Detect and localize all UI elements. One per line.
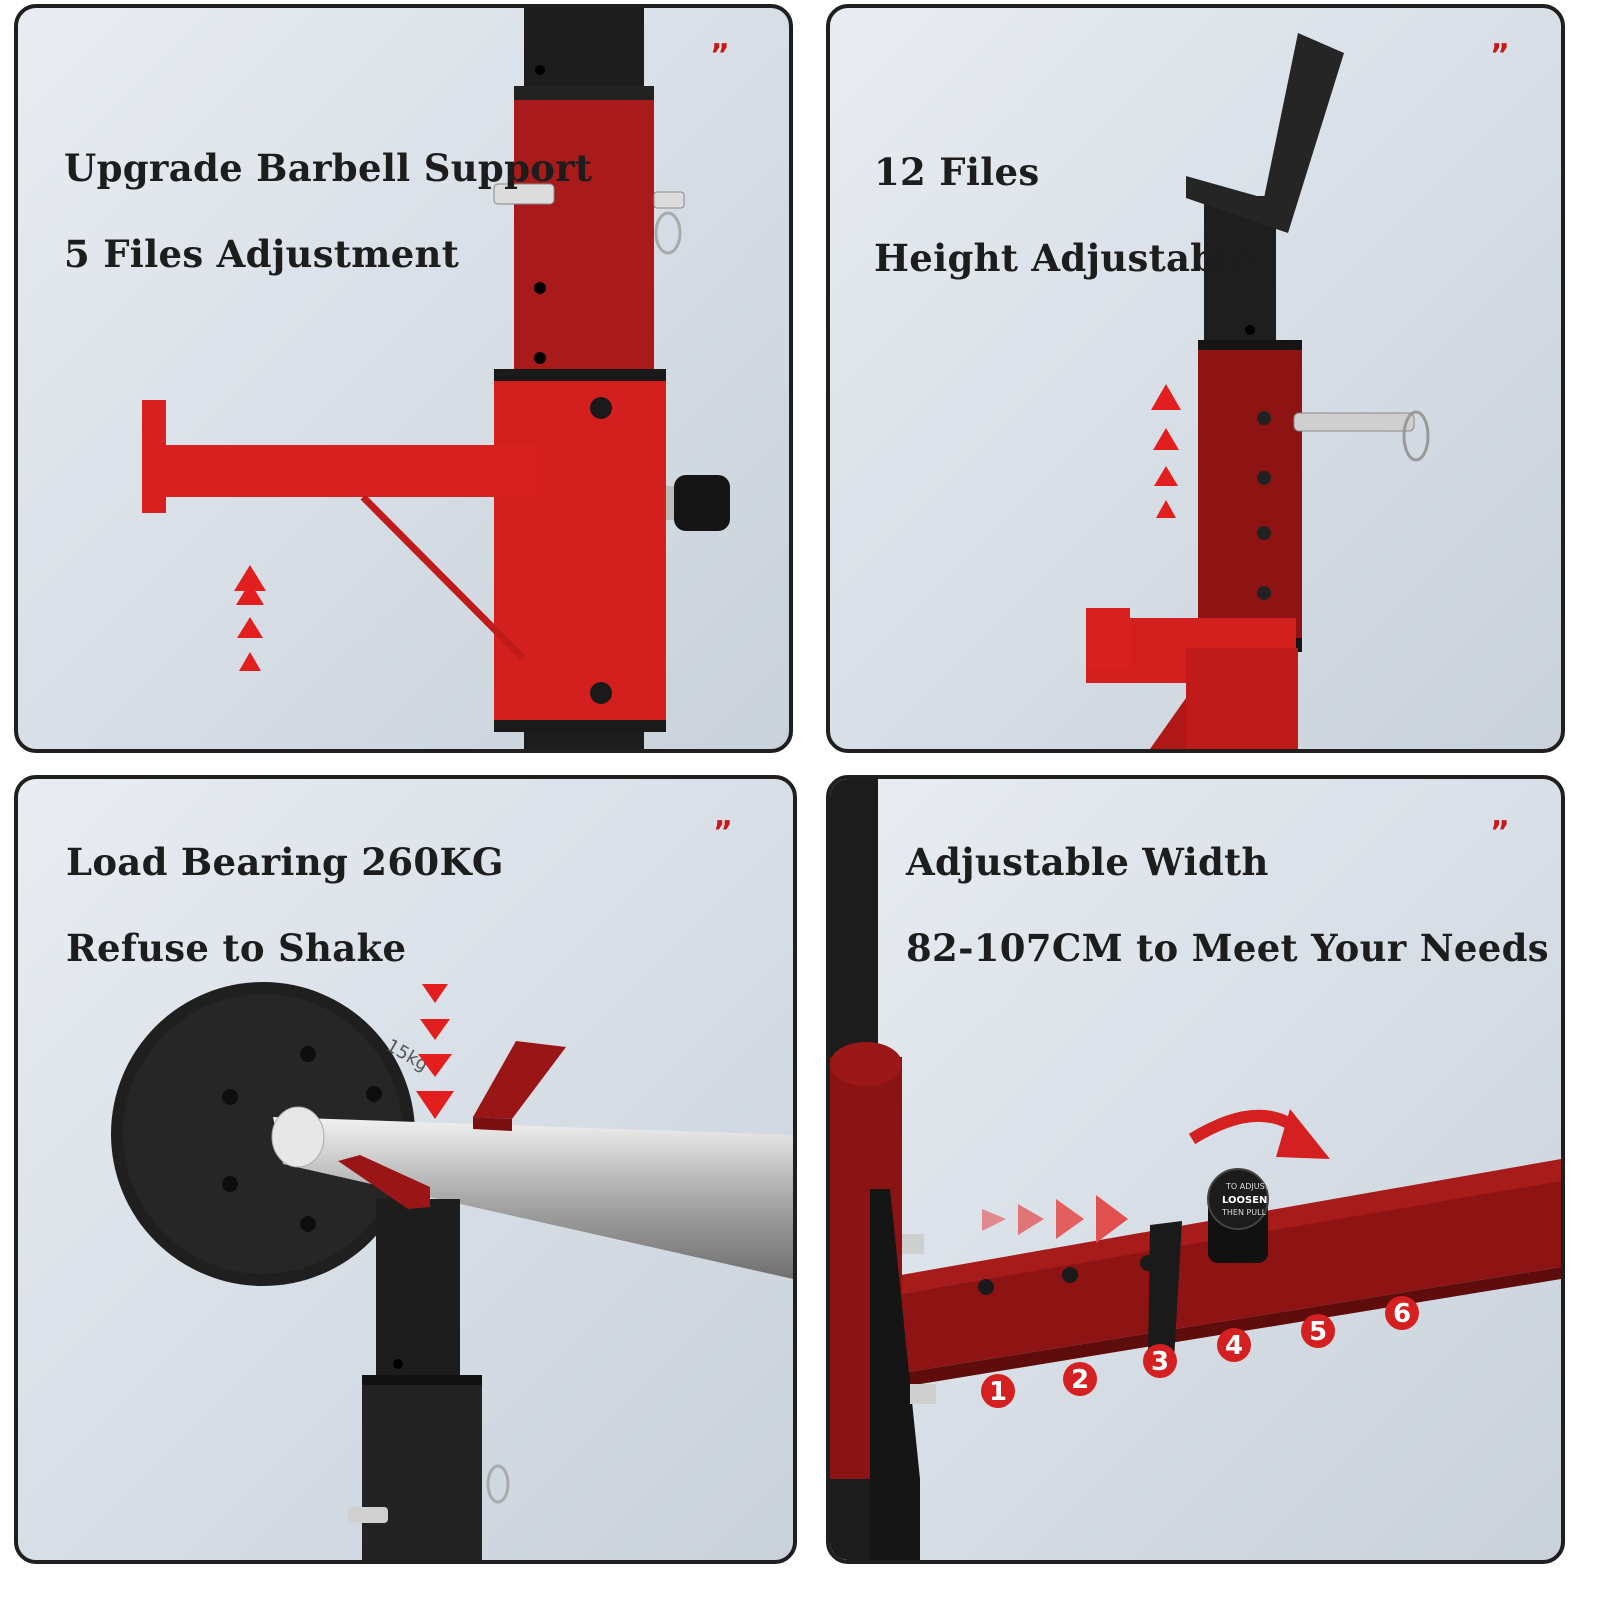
caption-line-2: 82-107CM to Meet Your Needs	[906, 926, 1549, 970]
position-number-4: 4	[1225, 1331, 1243, 1361]
caption-line-1: Adjustable Width	[906, 840, 1269, 884]
panel-barbell-support: Upgrade Barbell Support 5 Files Adjustme…	[14, 4, 793, 753]
panel-adjustable-width: TO ADJUST LOOSEN THEN PULL 1 2 3 4 5 6 A…	[826, 775, 1565, 1564]
position-number-3: 3	[1151, 1347, 1169, 1377]
height-adjust-illustration	[1086, 33, 1430, 749]
quote-mark: ”	[710, 38, 730, 73]
quote-mark: ”	[1490, 815, 1510, 850]
position-number-2: 2	[1071, 1365, 1089, 1395]
knob-label-middle: LOOSEN	[1222, 1195, 1267, 1206]
barbell-support-illustration	[142, 8, 730, 749]
panel-height-adjustable: 12 Files Height Adjustable ”	[826, 4, 1565, 753]
panel-load-bearing: 15kg Load Bearing 260KG Refuse to Shake …	[14, 775, 797, 1564]
position-number-6: 6	[1393, 1299, 1411, 1329]
position-number-5: 5	[1309, 1317, 1327, 1347]
load-bearing-illustration: 15kg	[111, 982, 793, 1560]
position-number-1: 1	[989, 1377, 1007, 1407]
quote-mark: ”	[1490, 38, 1510, 73]
caption-line-1: Upgrade Barbell Support	[64, 146, 593, 190]
caption-line-1: Load Bearing 260KG	[66, 840, 504, 884]
caption-line-2: Refuse to Shake	[66, 926, 407, 970]
knob-label-top: TO ADJUST	[1225, 1182, 1270, 1191]
quote-mark: ”	[713, 815, 733, 850]
caption-line-2: Height Adjustable	[874, 236, 1255, 280]
knob-label-bottom: THEN PULL	[1221, 1208, 1267, 1217]
adjustable-width-illustration: TO ADJUST LOOSEN THEN PULL 1 2 3 4 5 6	[830, 779, 1561, 1560]
caption-line-1: 12 Files	[874, 150, 1040, 194]
caption-line-2: 5 Files Adjustment	[64, 232, 460, 276]
